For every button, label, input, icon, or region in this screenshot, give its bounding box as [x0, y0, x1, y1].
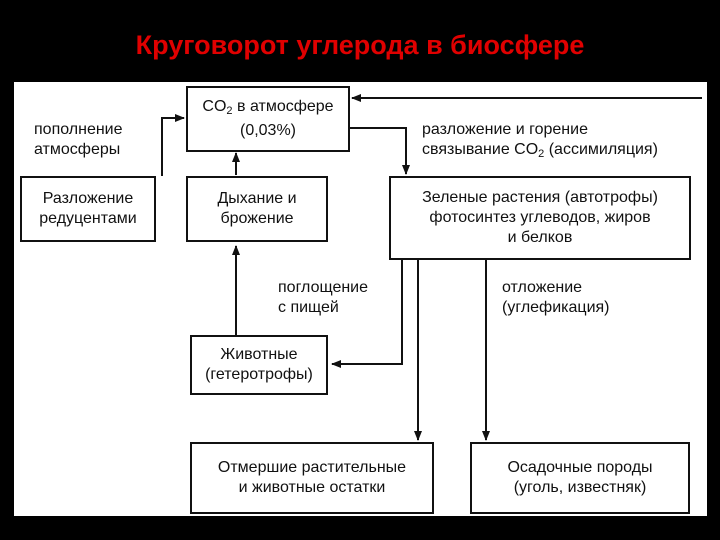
label-replenish-atmosphere: пополнение атмосферы [34, 121, 123, 158]
arrow-atmosphere-to-plants [349, 127, 410, 175]
box-animals: Животные (гетеротрофы) [190, 335, 328, 395]
box-atmosphere-co2: CO2 в атмосфере (0,03%) [186, 86, 350, 152]
page-title: Круговорот углерода в биосфере [135, 30, 585, 60]
box-dead-remains: Отмершие растительные и животные остатки [190, 442, 434, 514]
assimilation-line: связывание CO2 (ассимиляция) [422, 141, 658, 160]
arrow-return-to-atmosphere [351, 94, 702, 102]
arrow-decomposers-to-atmosphere [161, 114, 185, 176]
arrow-plants-to-animals [331, 260, 403, 368]
label-food-uptake: поглощение с пищей [278, 279, 369, 316]
atmosphere-line1: CO2 в атмосфере [202, 98, 334, 117]
box-green-plants: Зеленые растения (автотрофы) фотосинтез … [389, 176, 691, 260]
label-deposition: отложение (углефикация) [502, 279, 610, 316]
label-decay-and-assimilation: разложение и горение связывание CO2 (асс… [422, 120, 658, 164]
box-sedimentary-rocks: Осадочные породы (уголь, известняк) [470, 442, 690, 514]
atmosphere-line2: (0,03%) [239, 122, 297, 139]
box-decomposers: Разложение редуцентами [20, 176, 156, 242]
box-respiration: Дыхание и брожение [186, 176, 328, 242]
